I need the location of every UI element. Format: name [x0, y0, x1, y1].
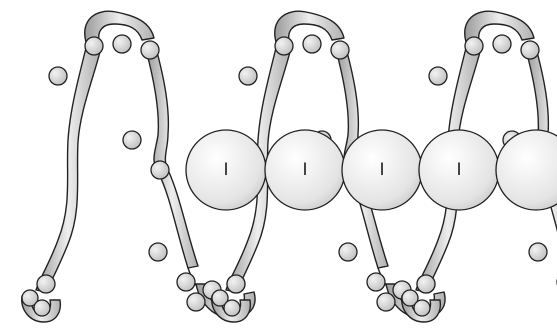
- residue-ball: [338, 242, 358, 262]
- residue-ball: [140, 40, 160, 60]
- residue-ball: [366, 272, 386, 292]
- residue-ball: [274, 36, 294, 56]
- bead: I: [341, 129, 423, 211]
- residue-ball: [176, 272, 196, 292]
- residue-ball: [33, 299, 51, 317]
- residue-ball: [302, 34, 322, 54]
- top-loop-ribbon: [464, 10, 535, 45]
- residue-ball: [223, 299, 241, 317]
- residue-ball: [36, 274, 56, 294]
- residue-ball: [330, 40, 350, 60]
- top-loop-ribbon: [84, 10, 155, 45]
- bead: I: [185, 129, 267, 211]
- residue-ball: [520, 40, 540, 60]
- left-strand-ribbon: [35, 47, 101, 293]
- residue-ball: [148, 242, 168, 262]
- top-loop-ribbon: [274, 10, 345, 45]
- residue-ball: [464, 36, 484, 56]
- right-strand-ribbon: [335, 47, 389, 269]
- bead: [495, 129, 557, 211]
- residue-ball: [238, 66, 258, 86]
- bead-label: I: [379, 160, 384, 180]
- bead-label: I: [302, 160, 307, 180]
- residue-ball: [413, 299, 431, 317]
- right-strand-ribbon: [145, 47, 199, 269]
- residue-ball: [84, 36, 104, 56]
- bead-label: I: [223, 160, 228, 180]
- bead: I: [264, 129, 346, 211]
- bead: I: [418, 129, 500, 211]
- residue-ball: [492, 34, 512, 54]
- residue-ball: [428, 66, 448, 86]
- residue-ball: [416, 274, 436, 294]
- bead-sphere: [495, 129, 557, 211]
- residue-ball: [48, 66, 68, 86]
- residue-ball: [401, 289, 419, 307]
- residue-ball: [21, 289, 39, 307]
- residue-ball: [186, 292, 206, 312]
- residue-ball: [150, 160, 170, 180]
- residue-ball: [376, 292, 396, 312]
- residue-ball: [226, 274, 246, 294]
- residue-ball: [211, 289, 229, 307]
- residue-ball: [112, 34, 132, 54]
- residue-ball: [528, 242, 548, 262]
- residue-ball: [122, 130, 142, 150]
- bead-label: I: [456, 160, 461, 180]
